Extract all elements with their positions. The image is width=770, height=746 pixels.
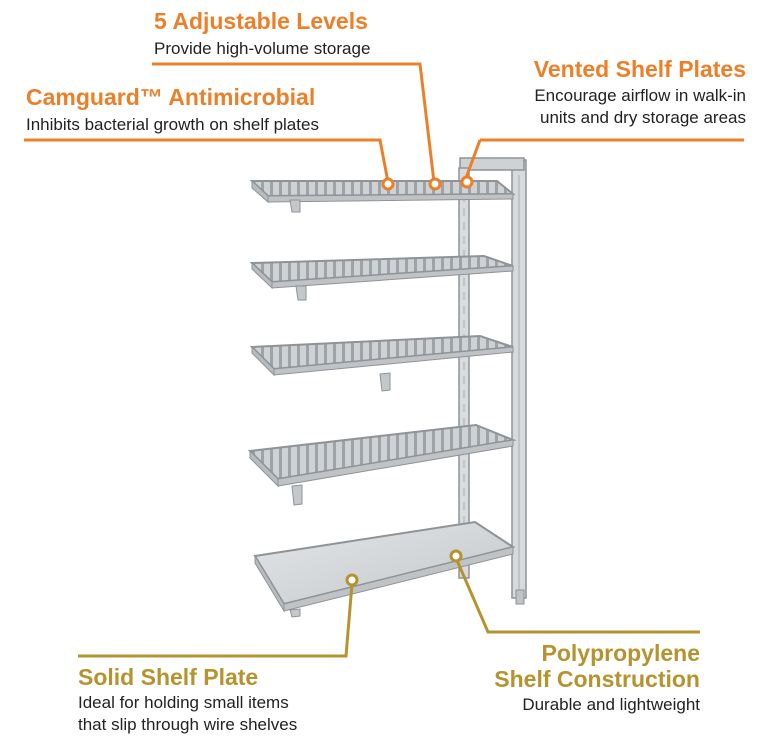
camguard-desc: Inhibits bacterial growth on shelf plate… [26,115,319,134]
solid-shelf [253,520,516,618]
middle-post [458,167,470,579]
camguard-title: Camguard™ Antimicrobial [26,84,316,110]
polypropylene-title-line2: Shelf Construction [494,666,700,692]
vented-shelf-plates-title: Vented Shelf Plates [533,56,746,82]
marker-dots-bottom [345,549,463,587]
solid-shelf-plate-desc-line1: Ideal for holding small items [78,693,289,712]
leader-lines-bottom [78,557,700,658]
callout-camguard: Camguard™ Antimicrobial Inhibits bacteri… [26,84,319,136]
leader-lines-top [24,62,744,183]
polypropylene-title-line1: Polypropylene [541,640,700,666]
vented-shelf-plates-desc-line1: Encourage airflow in walk-in [534,86,746,105]
vented-shelf-plates-desc-line2: units and dry storage areas [539,108,746,127]
callout-solid-shelf-plate: Solid Shelf Plate Ideal for holding smal… [78,664,297,736]
vented-shelf-1 [249,179,516,213]
adjustable-levels-desc: Provide high-volume storage [154,39,371,58]
end-post [459,157,527,605]
solid-shelf-plate-desc-line2: that slip through wire shelves [78,715,298,734]
adjustable-levels-title: 5 Adjustable Levels [154,8,368,34]
polypropylene-desc: Durable and lightweight [522,695,700,714]
callout-vented-shelf-plates: Vented Shelf Plates Encourage airflow in… [534,56,746,129]
vented-shelf-4 [247,423,517,506]
marker-dots-top [381,175,474,191]
vented-shelf-3 [249,334,514,392]
callout-polypropylene: Polypropylene Shelf Construction Durable… [494,640,700,716]
callout-adjustable-levels: 5 Adjustable Levels Provide high-volume … [154,8,370,60]
vented-shelf-2 [249,254,514,301]
solid-shelf-plate-title: Solid Shelf Plate [78,664,259,690]
